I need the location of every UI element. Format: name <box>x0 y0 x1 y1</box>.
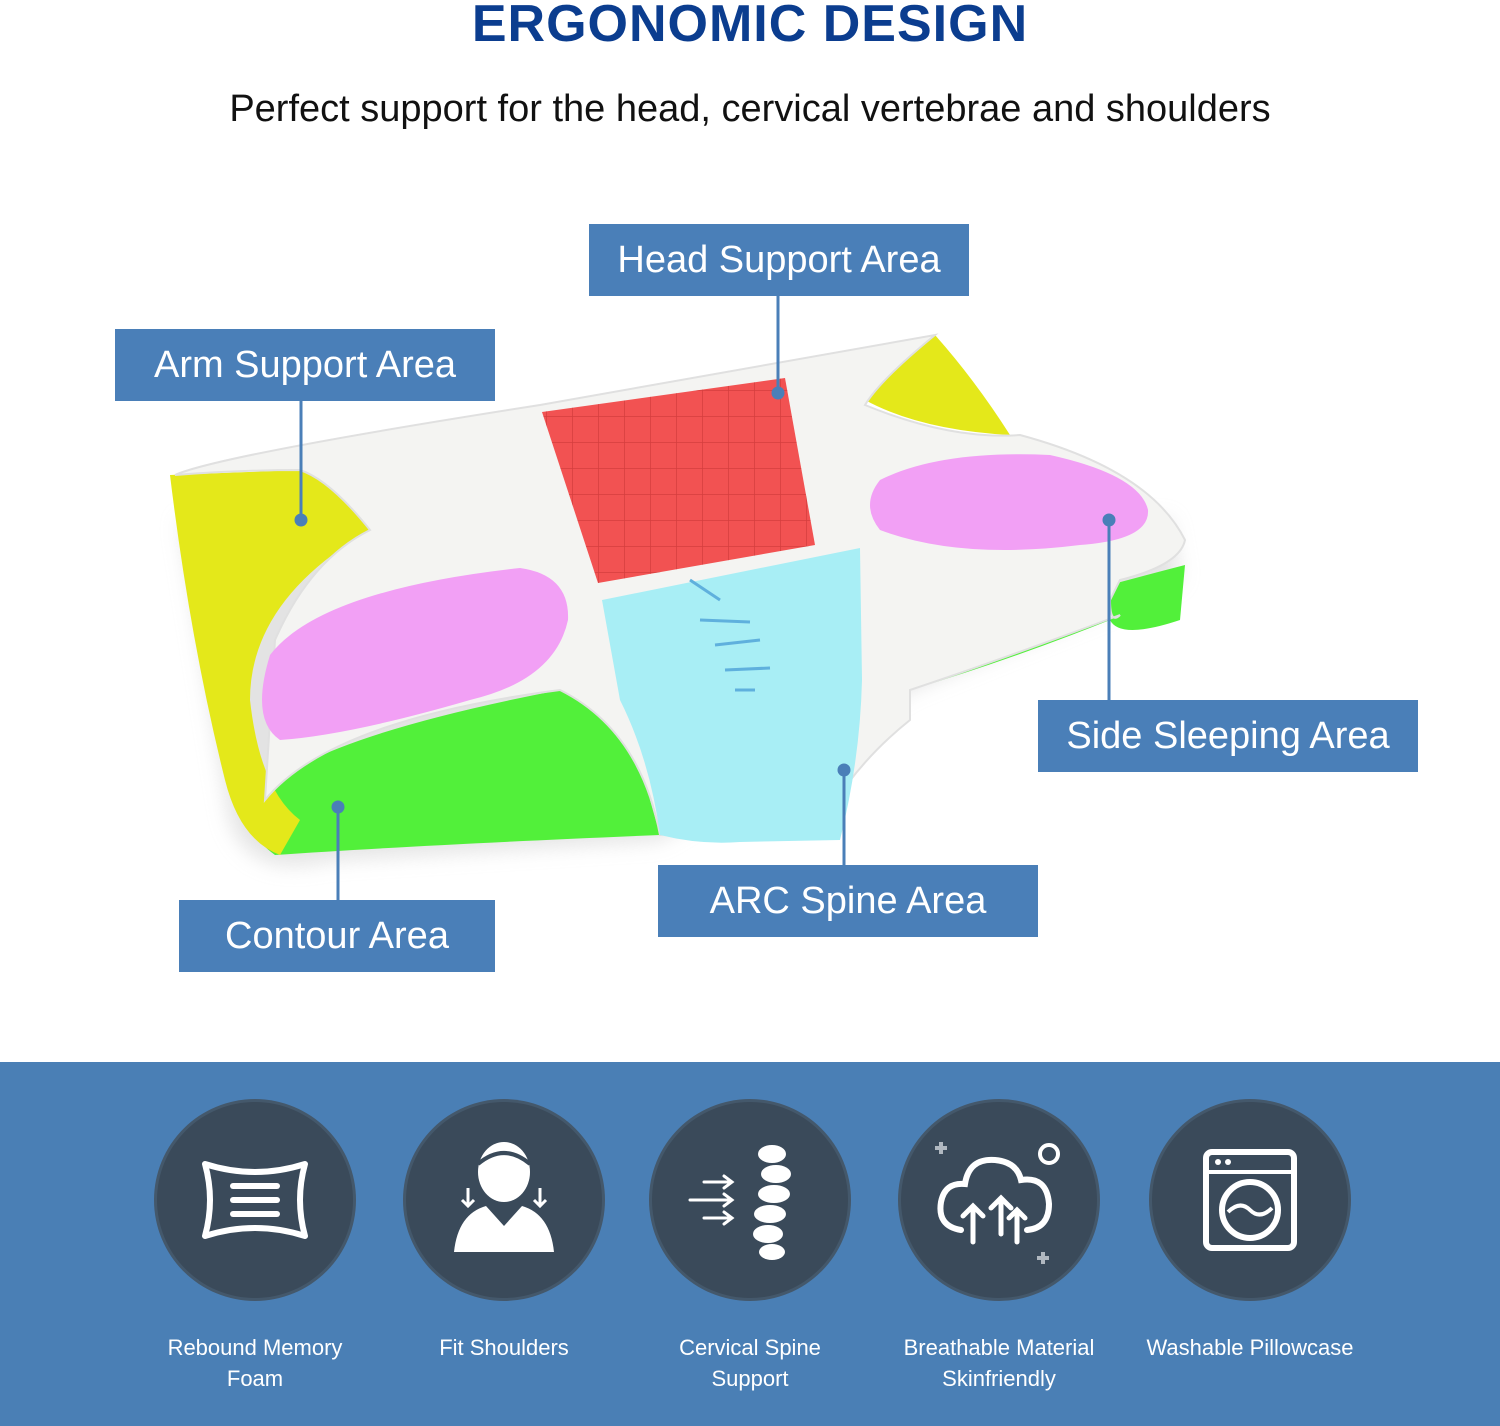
spine-icon <box>652 1102 848 1298</box>
arm-zone-right <box>865 335 1010 435</box>
arm-support-label: Arm Support Area <box>115 329 495 401</box>
feature-fit-shoulders: Fit Shoulders <box>379 1102 629 1363</box>
arc-spine-label: ARC Spine Area <box>658 865 1038 937</box>
washing-machine-icon <box>1152 1102 1348 1298</box>
side-zone-left <box>262 568 569 740</box>
feature-label: Fit Shoulders <box>439 1335 569 1360</box>
contour-zone <box>250 690 660 855</box>
page-subtitle: Perfect support for the head, cervical v… <box>229 88 1271 130</box>
pillow-icon <box>157 1102 353 1298</box>
feature-washable: Washable Pillowcase <box>1125 1102 1375 1363</box>
side-zone-right <box>870 454 1149 550</box>
pillow-diagram <box>170 296 1187 900</box>
breathable-cloud-icon <box>901 1102 1097 1298</box>
contour-label: Contour Area <box>179 900 495 972</box>
head-support-label: Head Support Area <box>589 224 969 296</box>
arm-zone-left <box>170 470 372 855</box>
feature-label: Washable Pillowcase <box>1146 1335 1354 1360</box>
arc-zone <box>602 548 862 843</box>
page-title: ERGONOMIC DESIGN <box>471 0 1029 53</box>
side-sleeping-label: Side Sleeping Area <box>1038 700 1418 772</box>
person-shoulders-icon <box>406 1102 602 1298</box>
